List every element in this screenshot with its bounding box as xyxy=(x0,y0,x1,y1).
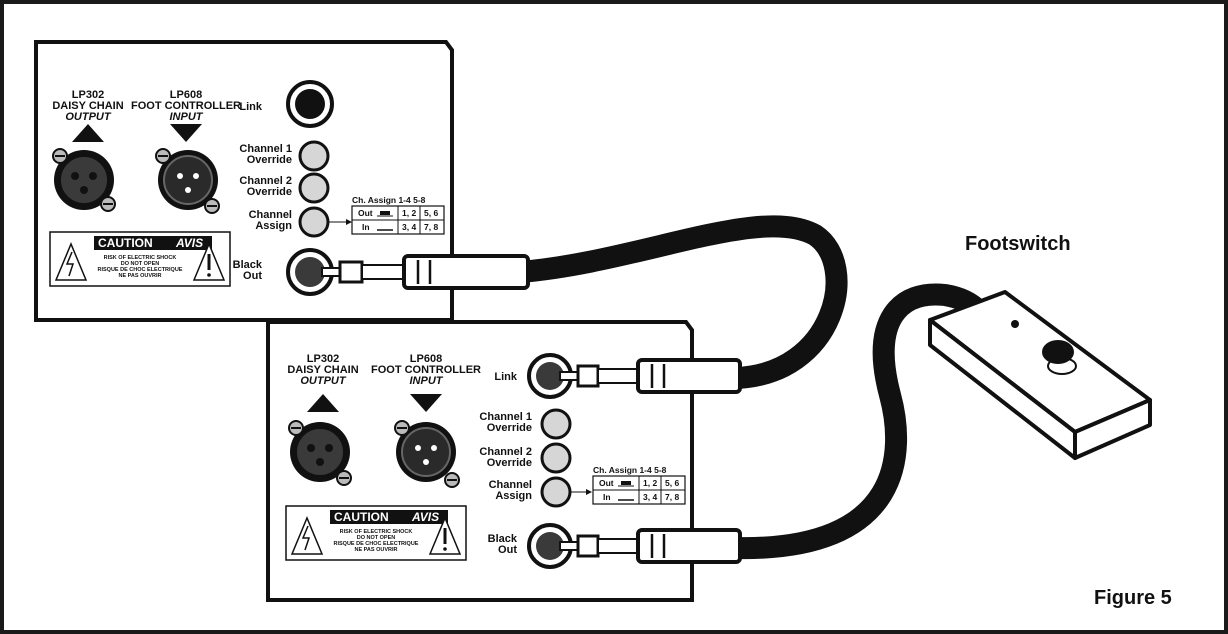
lightning-bolt-icon xyxy=(65,251,75,277)
black-out-jack xyxy=(286,248,334,296)
table-in-14-2: 3, 4 xyxy=(643,492,657,502)
top-cable-plug xyxy=(321,254,530,290)
black-out-label-b2: Out xyxy=(498,544,517,556)
footswitch-led-icon xyxy=(1011,320,1019,328)
warning-line-4: NE PAS OUVRIR xyxy=(119,273,162,279)
link-jack xyxy=(286,80,334,128)
ch1-override-label: Channel 1 xyxy=(239,143,292,155)
warning-line-4-b: NE PAS OUVRIR xyxy=(355,547,398,553)
figure-label: Figure 5 xyxy=(1094,587,1172,609)
table-out-14-2: 1, 2 xyxy=(643,478,657,488)
top-panel: LP302 DAISY CHAIN OUTPUT LP608 FOOT CONT… xyxy=(34,40,454,322)
link-label-2: Link xyxy=(494,371,517,383)
lp608-input-label-2: INPUT xyxy=(410,375,444,387)
xlr-input-connector xyxy=(155,148,220,214)
lp608-input-label: INPUT xyxy=(170,111,204,123)
table-in-label: In xyxy=(362,222,370,232)
lp608-title: LP608 xyxy=(170,89,202,101)
xlr-output-connector-2 xyxy=(288,420,352,486)
black-out-label-b: Black xyxy=(488,533,518,545)
lightning-bolt-icon-2 xyxy=(301,525,311,551)
ch1-override-label-b: Channel 1 xyxy=(479,411,532,423)
footswitch-label: Footswitch xyxy=(965,233,1071,255)
table-out-58-2: 5, 6 xyxy=(665,478,679,488)
ch2-override-label-b: Channel 2 xyxy=(479,446,532,458)
ch2-override-label: Channel 2 xyxy=(239,175,292,187)
lp608-title-2: LP608 xyxy=(410,353,442,365)
channel-assign-label: Channel xyxy=(249,209,292,221)
table-in-14: 3, 4 xyxy=(402,222,416,232)
ch2-override-led-2 xyxy=(540,442,572,474)
xlr-output-connector xyxy=(52,148,116,212)
lp608-subtitle-2: FOOT CONTROLLER xyxy=(371,364,481,376)
channel-assign-table-2: Ch. Assign 1-4 5-8 Out 1, 2 5, 6 In 3, 4… xyxy=(592,465,686,505)
link-label: Link xyxy=(239,101,262,113)
channel-assign-label-b2: Assign xyxy=(495,490,532,502)
channel-assign-label-b: Channel xyxy=(489,479,532,491)
lp302-output-label: OUTPUT xyxy=(65,111,112,123)
link-cable-plug xyxy=(559,358,742,394)
lp302-title: LP302 xyxy=(72,89,104,101)
caution-label-2: CAUTION AVIS RISK OF ELECTRIC SHOCK DO N… xyxy=(285,505,467,561)
ch2-override-label-2: Override xyxy=(247,186,292,198)
lp302-output-label-2: OUTPUT xyxy=(300,375,347,387)
channel-assign-button[interactable] xyxy=(298,206,330,238)
ch1-override-led-2 xyxy=(540,408,572,440)
caution-word-2: CAUTION xyxy=(334,510,389,524)
table-out-14: 1, 2 xyxy=(402,208,416,218)
ch2-override-label-b2: Override xyxy=(487,457,532,469)
input-arrow-down-icon-2 xyxy=(410,394,442,412)
lp302-subtitle-2: DAISY CHAIN xyxy=(287,364,358,376)
xlr-input-connector-2 xyxy=(394,420,460,488)
table-out-label-2: Out xyxy=(599,478,614,488)
caution-word: CAUTION xyxy=(98,236,153,250)
ch2-override-led xyxy=(298,172,330,204)
lp302-title-2: LP302 xyxy=(307,353,339,365)
table-in-58: 7, 8 xyxy=(424,222,438,232)
footswitch-device xyxy=(928,290,1152,460)
ch1-override-led xyxy=(298,140,330,172)
table-header: Ch. Assign 1-4 5-8 xyxy=(352,195,426,205)
warning-line-1: RISK OF ELECTRIC SHOCK xyxy=(104,255,177,261)
avis-word-2: AVIS xyxy=(411,510,439,524)
avis-word: AVIS xyxy=(175,236,203,250)
table-in-58-2: 7, 8 xyxy=(665,492,679,502)
black-out-label: Black xyxy=(233,259,263,271)
lp302-subtitle: DAISY CHAIN xyxy=(52,100,123,112)
cable-bottom-blackout-to-footswitch xyxy=(724,283,997,560)
ch1-override-label-2: Override xyxy=(247,154,292,166)
black-out-label-2: Out xyxy=(243,270,262,282)
footswitch-button[interactable] xyxy=(1042,340,1074,364)
warning-line-3-b: RISQUE DE CHOC ELECTRIQUE xyxy=(334,541,419,547)
input-arrow-down-icon xyxy=(170,124,202,142)
caution-label: CAUTION AVIS RISK OF ELECTRIC SHOCK DO N… xyxy=(49,231,231,287)
warning-line-1-b: RISK OF ELECTRIC SHOCK xyxy=(340,529,413,535)
table-out-58: 5, 6 xyxy=(424,208,438,218)
table-out-label: Out xyxy=(358,208,373,218)
output-arrow-up-icon-2 xyxy=(307,394,339,412)
output-arrow-up-icon xyxy=(72,124,104,142)
cable-top-blackout-to-bottom-link xyxy=(509,215,848,389)
channel-assign-table: Ch. Assign 1-4 5-8 Out 1, 2 5, 6 In 3, 4… xyxy=(351,195,445,235)
warning-line-2: DO NOT OPEN xyxy=(121,261,160,267)
channel-assign-button-2[interactable] xyxy=(540,476,572,508)
table-header-2: Ch. Assign 1-4 5-8 xyxy=(593,465,667,475)
lp608-subtitle: FOOT CONTROLLER xyxy=(131,100,241,112)
table-in-label-2: In xyxy=(603,492,611,502)
bottom-panel: LP302 DAISY CHAIN OUTPUT LP608 FOOT CONT… xyxy=(266,320,694,602)
blackout-cable-plug xyxy=(559,528,742,564)
ch1-override-label-b2: Override xyxy=(487,422,532,434)
channel-assign-label-2: Assign xyxy=(255,220,292,232)
warning-line-3: RISQUE DE CHOC ELECTRIQUE xyxy=(98,267,183,273)
warning-line-2-b: DO NOT OPEN xyxy=(357,535,396,541)
